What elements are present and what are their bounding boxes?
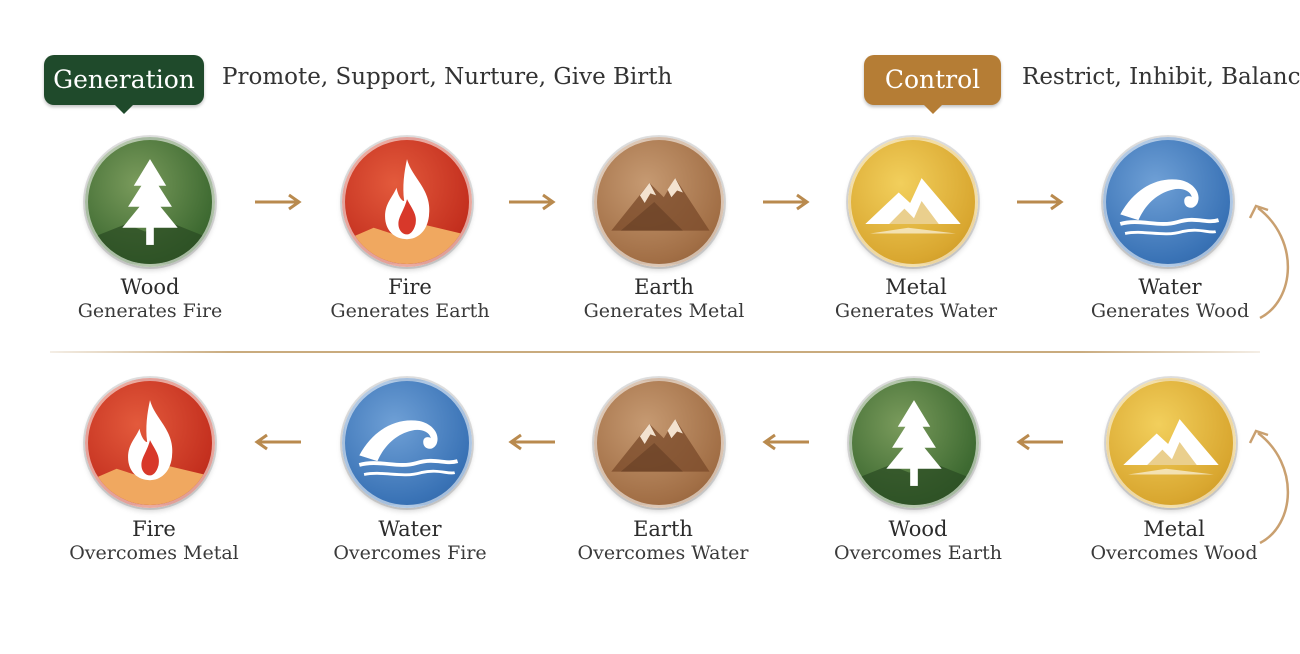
relation-text: Overcomes Earth bbox=[834, 542, 1002, 564]
cycle-arrow-icon bbox=[1248, 429, 1290, 545]
gen-label-fire: Fire Generates Earth bbox=[300, 275, 520, 323]
element-name: Fire bbox=[132, 517, 176, 541]
relation-text: Overcomes Wood bbox=[1090, 542, 1258, 564]
element-name: Fire bbox=[388, 275, 432, 299]
section-divider bbox=[50, 351, 1260, 353]
mountain-icon bbox=[1123, 419, 1219, 475]
fire-circle bbox=[342, 137, 472, 267]
element-name: Water bbox=[378, 517, 442, 541]
relation-text: Overcomes Water bbox=[577, 542, 749, 564]
wave-icon bbox=[358, 420, 459, 477]
ctl-label-water: Water Overcomes Fire bbox=[300, 517, 520, 565]
arrow-left-icon bbox=[508, 433, 555, 451]
relation-text: Generates Earth bbox=[330, 300, 490, 322]
ctl-label-metal: Metal Overcomes Wood bbox=[1064, 517, 1284, 565]
tree-icon bbox=[97, 159, 203, 264]
cycle-arrow-icon bbox=[1248, 204, 1290, 320]
element-name: Wood bbox=[888, 517, 948, 541]
earth-circle bbox=[594, 137, 724, 267]
tree-icon bbox=[861, 400, 967, 505]
element-name: Wood bbox=[120, 275, 180, 299]
mountain-icon bbox=[611, 178, 710, 231]
relation-text: Overcomes Metal bbox=[69, 542, 239, 564]
element-name: Water bbox=[1138, 275, 1202, 299]
element-name: Earth bbox=[634, 275, 694, 299]
generation-badge: Generation bbox=[44, 55, 204, 114]
wave-icon bbox=[1119, 179, 1220, 236]
water-circle bbox=[342, 378, 472, 508]
earth-circle bbox=[594, 378, 724, 508]
wood-circle bbox=[849, 378, 979, 508]
wood-circle bbox=[85, 137, 215, 267]
flame-icon bbox=[345, 159, 469, 264]
gen-label-earth: Earth Generates Metal bbox=[554, 275, 774, 323]
gen-label-metal: Metal Generates Water bbox=[806, 275, 1026, 323]
flame-icon bbox=[88, 400, 212, 505]
metal-circle bbox=[1106, 378, 1236, 508]
ctl-label-earth: Earth Overcomes Water bbox=[553, 517, 773, 565]
ctl-label-fire: Fire Overcomes Metal bbox=[44, 517, 264, 565]
arrow-left-icon bbox=[762, 433, 809, 451]
arrow-right-icon bbox=[255, 193, 302, 211]
generation-tagline: Promote, Support, Nurture, Give Birth bbox=[222, 64, 673, 90]
fire-circle bbox=[85, 378, 215, 508]
relation-text: Generates Fire bbox=[77, 300, 223, 322]
mountain-icon bbox=[611, 419, 710, 472]
arrow-right-icon bbox=[763, 193, 810, 211]
metal-circle bbox=[848, 137, 978, 267]
gen-label-water: Water Generates Wood bbox=[1060, 275, 1280, 323]
water-circle bbox=[1103, 137, 1233, 267]
arrow-left-icon bbox=[254, 433, 301, 451]
relation-text: Overcomes Fire bbox=[333, 542, 487, 564]
arrow-right-icon bbox=[509, 193, 556, 211]
relation-text: Generates Wood bbox=[1090, 300, 1250, 322]
arrow-right-icon bbox=[1017, 193, 1064, 211]
element-name: Metal bbox=[1143, 517, 1205, 541]
element-name: Earth bbox=[633, 517, 693, 541]
mountain-icon bbox=[865, 178, 961, 234]
control-badge: Control bbox=[864, 55, 1001, 114]
relation-text: Generates Metal bbox=[583, 300, 745, 322]
control-tagline: Restrict, Inhibit, Balance bbox=[1022, 64, 1300, 90]
arrow-left-icon bbox=[1016, 433, 1063, 451]
relation-text: Generates Water bbox=[834, 300, 998, 322]
ctl-label-wood: Wood Overcomes Earth bbox=[808, 517, 1028, 565]
element-name: Metal bbox=[885, 275, 947, 299]
gen-label-wood: Wood Generates Fire bbox=[40, 275, 260, 323]
